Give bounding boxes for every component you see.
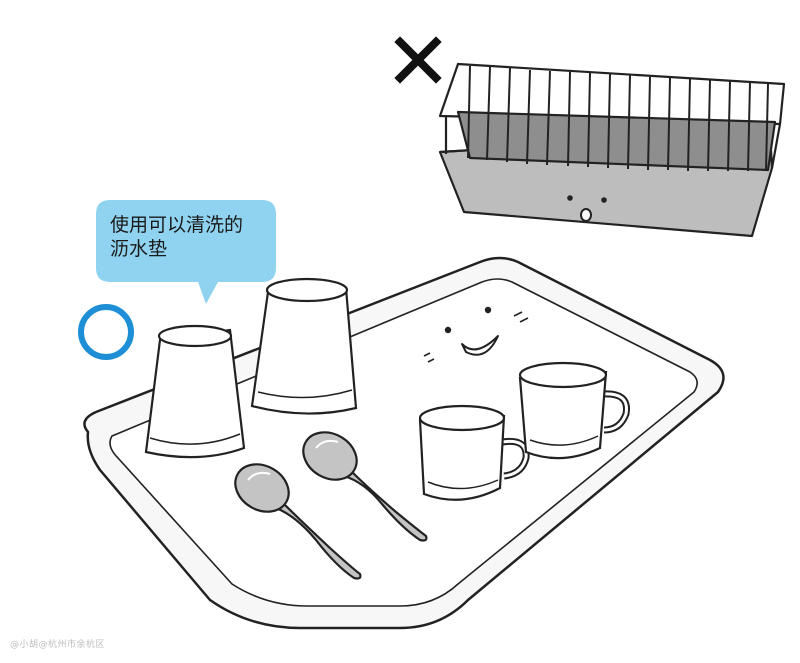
mug-icon [418,404,530,501]
speech-bubble-text: 使用可以清洗的 沥水垫 [110,213,270,261]
speech-bubble-line-1: 使用可以清洗的 [110,214,244,236]
speech-bubble [96,200,276,304]
cross-mark-icon [394,36,442,84]
spoon-icon [302,431,428,542]
circle-mark-icon [78,304,134,360]
upside-down-cup-icon [250,277,358,415]
speech-bubble-line-2: 沥水垫 [110,238,168,260]
watermark: @小胡@杭州市余杭区 [10,640,106,650]
spoon-icon [234,463,362,580]
drying-mat-icon [83,256,725,630]
upside-down-cup-icon [144,324,246,459]
dish-rack-icon [438,62,786,238]
mug-icon [518,361,630,460]
